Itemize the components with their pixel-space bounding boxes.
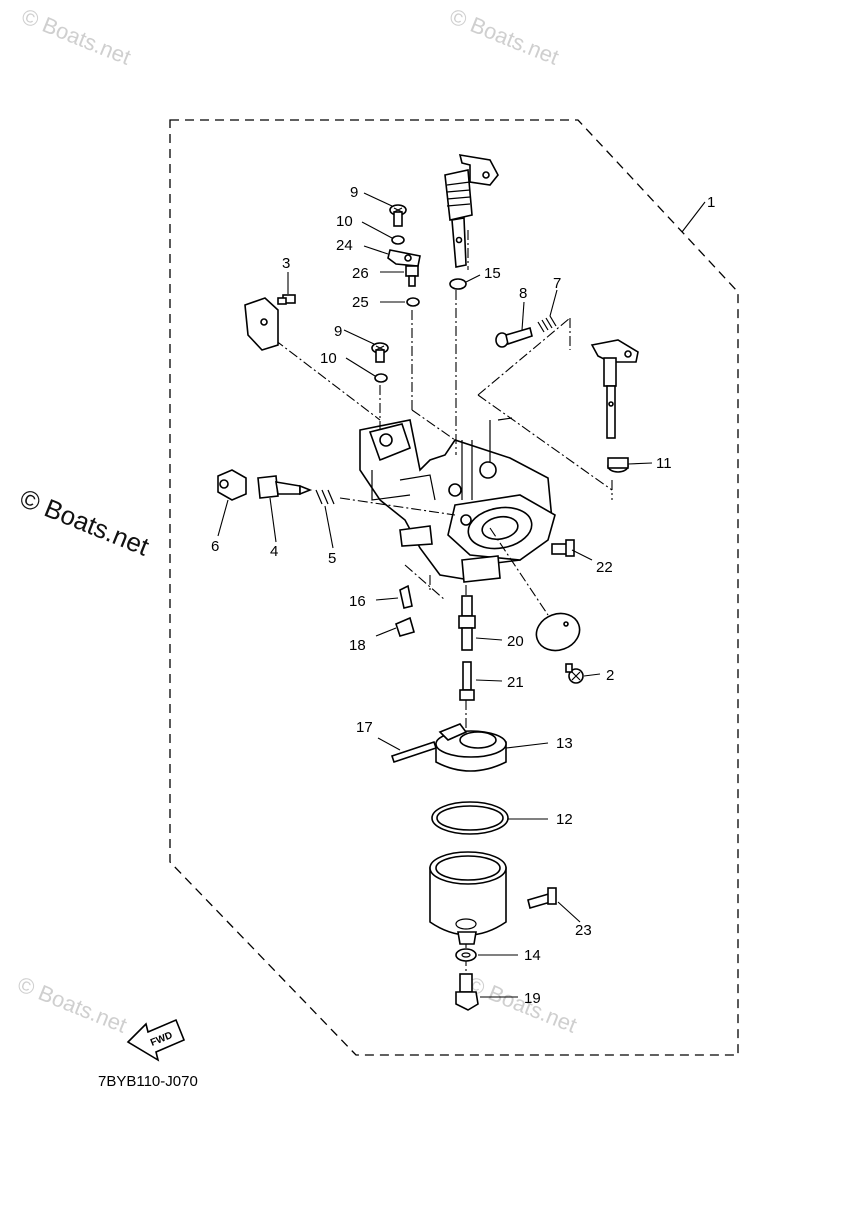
label-11: 11 [656, 455, 672, 472]
part-18 [395, 616, 415, 637]
part-26 [405, 265, 419, 287]
part-10-lower [374, 373, 388, 383]
label-9-lower: 9 [334, 323, 342, 340]
part-6 [217, 469, 247, 501]
watermark: © Boats.net [14, 971, 130, 1037]
label-7: 7 [553, 275, 561, 292]
part-10-upper [391, 235, 405, 245]
part-14 [455, 948, 477, 962]
label-6: 6 [211, 538, 219, 555]
label-3: 3 [282, 255, 290, 272]
part-24 [387, 249, 421, 267]
callout-labels: 1 2 3 4 5 6 7 8 9 9 10 10 11 12 13 14 15… [211, 184, 715, 1007]
watermark: © Boats.net [464, 971, 580, 1037]
drawing-code: 7BYB110-J070 [98, 1073, 198, 1090]
part-9-upper [389, 204, 407, 227]
throttle-plate [244, 297, 279, 351]
assembly-lines [274, 230, 613, 975]
label-25: 25 [352, 294, 369, 311]
leader-lines [217, 192, 653, 998]
float-bowl [429, 851, 507, 945]
part-2 [565, 663, 584, 684]
part-7 [537, 315, 557, 333]
part-20 [458, 595, 476, 651]
part-8 [495, 326, 533, 348]
fwd-arrow-icon: FWD [126, 1018, 186, 1062]
label-19: 19 [524, 990, 541, 1007]
label-24: 24 [336, 237, 353, 254]
label-22: 22 [596, 559, 613, 576]
part-16 [399, 584, 413, 609]
label-26: 26 [352, 265, 369, 282]
label-16: 16 [349, 593, 366, 610]
label-10-lower: 10 [320, 350, 337, 367]
label-2: 2 [606, 667, 614, 684]
label-18: 18 [349, 637, 366, 654]
watermark: © Boats.net [16, 483, 154, 562]
label-4: 4 [270, 543, 278, 560]
part-17 [390, 740, 438, 764]
choke-lever [444, 154, 499, 268]
idle-needle [590, 339, 639, 439]
label-10-upper: 10 [336, 213, 353, 230]
part-11 [607, 457, 629, 473]
label-12: 12 [556, 811, 573, 828]
part-25 [406, 297, 420, 307]
label-8: 8 [519, 285, 527, 302]
part-3 [277, 294, 296, 305]
part-13 [435, 723, 507, 772]
carburetor-body [359, 417, 556, 583]
label-23: 23 [575, 922, 592, 939]
label-9-upper: 9 [350, 184, 358, 201]
part-9-lower [371, 342, 389, 363]
part-15 [449, 278, 467, 290]
label-17: 17 [356, 719, 373, 736]
watermark: © Boats.net [18, 3, 134, 69]
label-21: 21 [507, 674, 524, 691]
part-12 [431, 801, 509, 835]
part-21 [459, 661, 475, 701]
label-1: 1 [707, 194, 715, 211]
label-5: 5 [328, 550, 336, 567]
leader-line [681, 201, 706, 233]
label-20: 20 [507, 633, 524, 650]
part-23 [527, 887, 557, 910]
part-4 [257, 475, 313, 499]
label-14: 14 [524, 947, 541, 964]
part-22 [551, 539, 575, 557]
label-15: 15 [484, 265, 501, 282]
cover-plate [535, 612, 581, 652]
watermark: © Boats.net [446, 3, 562, 69]
label-13: 13 [556, 735, 573, 752]
assembly-border [169, 119, 739, 1056]
part-19 [455, 973, 479, 1011]
part-5 [315, 489, 335, 505]
